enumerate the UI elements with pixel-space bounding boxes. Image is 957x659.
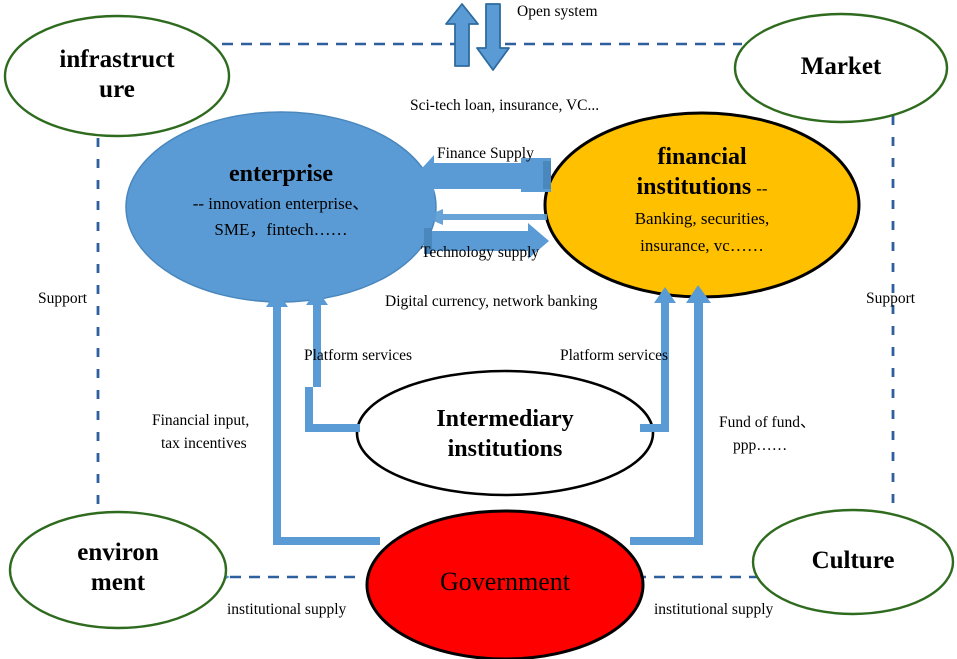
- node-environment-shape: [8, 510, 228, 630]
- edge-label-institutional-supply-right: institutional supply: [654, 601, 774, 618]
- node-infrastructure-shape: [3, 14, 231, 138]
- node-government-shape: [365, 509, 645, 659]
- arrow-government-to-financial: [686, 285, 711, 545]
- edge-label-open-system: Open system: [517, 3, 598, 20]
- connector-government-left-riser: [273, 537, 380, 545]
- arrow-technology-supply: [424, 218, 549, 259]
- edge-label-digital-currency: Digital currency, network banking: [385, 293, 598, 310]
- connector-government-right-riser: [630, 537, 703, 545]
- edge-label-platform-services-right: Platform services: [560, 347, 669, 364]
- arrow-intermediary-to-enterprise: [306, 289, 328, 387]
- edge-label-financial-input-line2: tax incentives: [161, 435, 247, 453]
- edge-label-finance-supply: Finance Supply: [437, 145, 534, 162]
- edge-label-fund-of-fund-line2: ppp……: [733, 437, 788, 455]
- edge-label-financial-input-line1: Financial input,: [152, 412, 250, 429]
- arrow-finance-supply: [414, 155, 551, 196]
- connector-intermediary-right-elbow: [640, 387, 669, 432]
- edge-label-financial-input: Financial input, tax incentives: [152, 409, 332, 456]
- edge-label-sci-tech-loan: Sci-tech loan, insurance, VC...: [410, 97, 600, 114]
- node-market-shape: [733, 12, 949, 124]
- node-intermediary-institutions-shape: [355, 369, 655, 497]
- node-financial-institutions-shape: [543, 111, 861, 299]
- arrow-thin-left: [424, 202, 547, 225]
- edge-label-platform-services-left: Platform services: [304, 347, 413, 364]
- edge-label-fund-of-fund-line1: Fund of fund、: [719, 414, 816, 431]
- arrow-intermediary-to-financial: [654, 287, 676, 387]
- edge-label-technology-supply: Technology supply: [421, 244, 540, 261]
- node-culture-shape: [751, 508, 955, 616]
- arrow-open-system-up: [445, 3, 479, 67]
- edge-label-institutional-supply-left: institutional supply: [227, 601, 347, 618]
- connector-intermediary-left-elbow: [305, 387, 360, 432]
- arrow-open-system-down: [476, 3, 510, 71]
- node-enterprise-shape: [125, 111, 437, 303]
- edge-label-support-right: Support: [866, 290, 916, 307]
- edge-label-fund-of-fund: Fund of fund、 ppp……: [719, 411, 909, 458]
- arrow-government-to-enterprise: [266, 290, 288, 545]
- edge-label-support-left: Support: [38, 290, 88, 307]
